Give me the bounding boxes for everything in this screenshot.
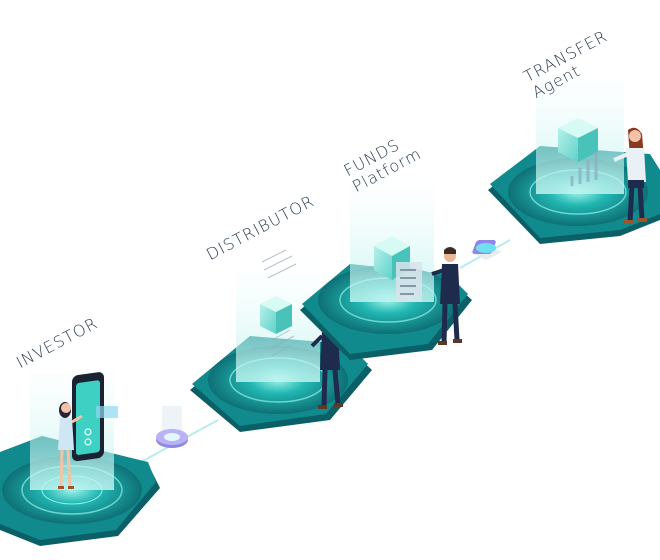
link-node-1 xyxy=(156,406,188,448)
funds-person xyxy=(431,247,462,345)
transfer-person xyxy=(613,127,647,224)
smartphone-icon xyxy=(72,372,118,462)
investor-person xyxy=(58,402,83,489)
link-node-2 xyxy=(470,240,502,260)
funds-platform xyxy=(300,176,472,360)
transfer-platform xyxy=(488,70,660,244)
